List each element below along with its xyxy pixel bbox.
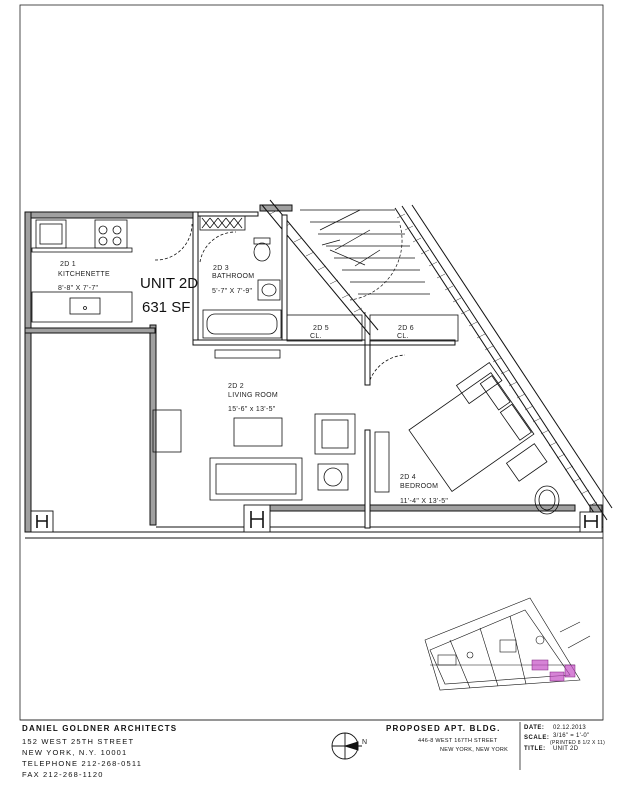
kitchenette-name: KITCHENETTE — [58, 271, 110, 278]
bedroom-dims: 11'-4" X 13'-5" — [400, 498, 448, 505]
key-plan — [424, 597, 591, 691]
site-address-2: NEW YORK, NEW YORK — [440, 747, 509, 753]
title-block-lines — [20, 719, 603, 770]
bedroom-furniture — [374, 362, 560, 515]
scale-label: SCALE: — [524, 735, 550, 741]
stair — [300, 209, 430, 301]
living-dims: 15'-6" x 13'-5" — [228, 406, 276, 413]
diagonal-wall — [261, 199, 613, 526]
date-value: 02.12.2013 — [553, 725, 587, 731]
kitchenette-dims: 8'-8" X 7'-7" — [58, 285, 99, 292]
scale-value: 3/16" = 1'-0" — [553, 733, 590, 739]
unit-area: 631 SF — [142, 299, 190, 316]
closets — [286, 312, 459, 345]
bedroom-name: BEDROOM — [400, 483, 438, 490]
project-name: PROPOSED APT. BLDG. — [386, 724, 501, 733]
closet2-tag: 2D 6 — [398, 325, 414, 332]
bedroom-tag: 2D 4 — [400, 474, 416, 481]
bathroom-name: BATHROOM — [212, 273, 254, 280]
kitchenette-tag: 2D 1 — [60, 261, 76, 268]
closet2-name: CL. — [397, 333, 409, 340]
firm-address-1: 152 WEST 25TH STREET — [22, 737, 135, 746]
bathroom-fixtures — [199, 215, 282, 339]
firm-address-2: NEW YORK, N.Y. 10001 — [22, 748, 128, 757]
interior-walls — [192, 211, 456, 529]
site-address-1: 446-8 WEST 167TH STREET — [418, 738, 498, 744]
column-glyphs — [36, 511, 598, 528]
living-name: LIVING ROOM — [228, 392, 278, 399]
exterior-walls — [24, 204, 603, 533]
living-furniture — [152, 349, 406, 501]
scale-note: (PRINTED 8 1/2 X 11) — [550, 740, 606, 746]
closet1-name: CL. — [310, 333, 322, 340]
bathroom-dims: 5'-7" X 7'-9" — [212, 288, 253, 295]
date-label: DATE: — [524, 725, 545, 731]
north-arrow — [331, 732, 362, 760]
living-tag: 2D 2 — [228, 383, 244, 390]
title-value: UNIT 2D — [553, 746, 579, 752]
firm-name: DANIEL GOLDNER ARCHITECTS — [22, 724, 178, 733]
exterior-bottom — [25, 526, 603, 539]
north-label: N — [362, 739, 367, 746]
bathroom-tag: 2D 3 — [213, 265, 229, 272]
closet1-tag: 2D 5 — [313, 325, 329, 332]
key-plan-highlight — [531, 659, 576, 682]
title-label: TITLE: — [524, 746, 546, 752]
kitchen-fixtures — [31, 217, 193, 323]
unit-name: UNIT 2D — [140, 275, 198, 292]
firm-fax: FAX 212-268-1120 — [22, 770, 104, 779]
firm-telephone: TELEPHONE 212-268-0511 — [22, 759, 143, 768]
